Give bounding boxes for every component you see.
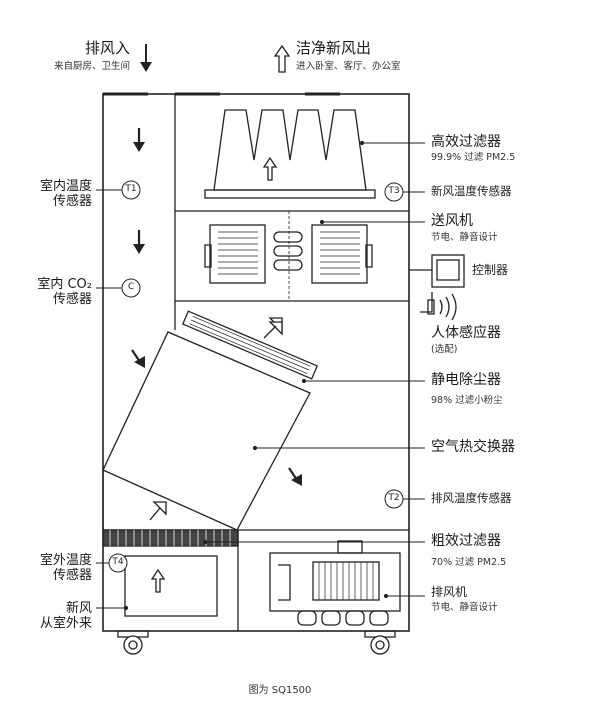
supply-fan: [204, 211, 373, 301]
fresh-out-arrow-icon: [273, 44, 291, 73]
fresh-air-inlet: [124, 555, 218, 617]
indoor-temp-label: 室内温度 传感器: [39, 179, 92, 210]
outdoor-temp-label: 室外温度 传感器: [39, 553, 92, 584]
supply-fan-sub: 节电、静音设计: [431, 232, 498, 243]
flow-arrows: [131, 128, 302, 593]
fresh-out-title: 洁净新风出: [296, 39, 372, 57]
exhaust-temp-title: 排风温度传感器: [431, 491, 512, 505]
controller-title: 控制器: [472, 263, 509, 277]
sensor-t1-label: T1: [125, 184, 137, 194]
indoor-temp-line2: 传感器: [52, 193, 92, 209]
outdoor-temp-line2: 传感器: [52, 567, 92, 583]
sensor-t2-label: T2: [388, 493, 400, 503]
cabinet-outline: [102, 93, 410, 632]
body-sensor-icon: [420, 292, 457, 321]
exhaust-in-title: 排风入: [84, 39, 130, 57]
exhaust-in-arrow-icon: [140, 44, 152, 72]
sensor-t3-label: T3: [388, 186, 400, 196]
wheel-right: [364, 630, 396, 655]
caption: 图为 SQ1500: [248, 685, 312, 696]
fresh-out-sub: 进入卧室、客厅、办公室: [296, 61, 401, 72]
wheel-left: [117, 630, 149, 655]
fresh-temp-title: 新风温度传感器: [431, 184, 512, 198]
body-sensor-sub: (选配): [431, 344, 458, 355]
hepa-title: 高效过滤器: [431, 134, 501, 150]
indoor-co2-line1: 室内 CO₂: [37, 277, 92, 292]
fresh-air-line2: 从室外来: [39, 615, 92, 631]
exhaust-fan-title: 排风机: [431, 585, 468, 599]
outdoor-temp-line1: 室外温度: [39, 553, 92, 568]
supply-fan-title: 送风机: [431, 213, 473, 229]
indoor-co2-line2: 传感器: [52, 291, 92, 307]
indoor-temp-line1: 室内温度: [39, 179, 92, 194]
electrostatic-sub: 98% 过滤小粉尘: [431, 395, 503, 406]
sensor-c-label: C: [127, 282, 135, 292]
exhaust-fan-sub: 节电、静音设计: [431, 602, 498, 613]
electrostatic-filter: [181, 310, 319, 380]
coarse-filter-title: 粗效过滤器: [431, 533, 501, 549]
sensor-t4-label: T4: [112, 557, 124, 567]
coarse-filter: [102, 529, 239, 547]
exhaust-in-label: 排风入: [84, 39, 130, 57]
indoor-co2-label: 室内 CO₂ 传感器: [37, 277, 92, 308]
exhaust-fan: [269, 540, 401, 626]
electrostatic-title: 静电除尘器: [431, 372, 501, 388]
fresh-air-line1: 新风: [65, 601, 92, 616]
controller: [409, 254, 465, 288]
hepa-sub: 99.9% 过滤 PM2.5: [431, 152, 516, 163]
heat-exchanger-title: 空气热交换器: [431, 439, 515, 455]
leader-lines: [96, 140, 425, 611]
coarse-filter-sub: 70% 过滤 PM2.5: [431, 557, 507, 568]
body-sensor-title: 人体感应器: [431, 325, 501, 341]
hepa-filter: [204, 109, 376, 199]
exhaust-in-sub: 来自厨房、卫生间: [53, 61, 130, 72]
fresh-air-label: 新风 从室外来: [39, 601, 92, 632]
